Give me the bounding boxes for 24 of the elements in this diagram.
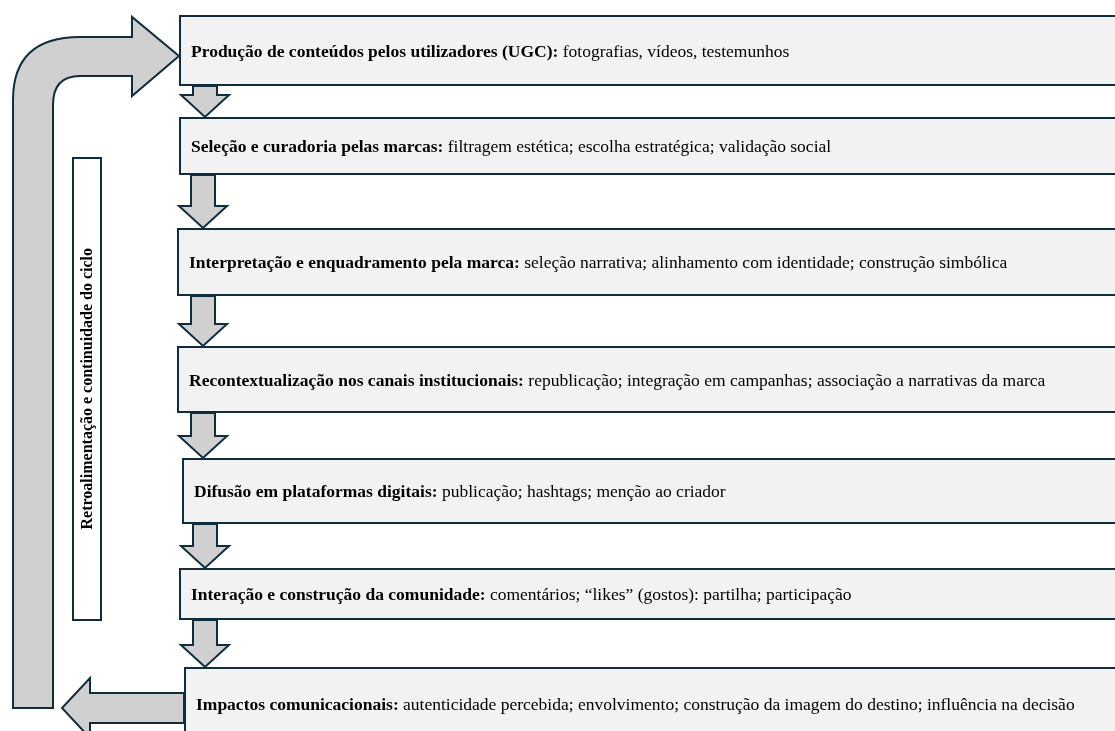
label-box <box>72 157 102 621</box>
process-box <box>179 117 1115 175</box>
step-text: Difusão em plataformas digitais: publicação; hashtags; menção ao criador <box>194 480 727 503</box>
step-text: Produção de conteúdos pelos utilizadores (UGC): fotografias, vídeos, testemunhos <box>191 39 791 63</box>
block-arrow <box>178 85 232 119</box>
block-arrow <box>176 295 230 348</box>
block-arrow <box>12 16 180 709</box>
block-arrow <box>178 523 232 570</box>
process-box <box>179 15 1115 86</box>
block-arrow <box>176 412 230 460</box>
step-text: Recontextualização nos canais institucionais: republicação; integração em campanhas; associação a narrativas da marca <box>189 368 1047 392</box>
block-arrow <box>60 675 185 731</box>
process-box <box>177 228 1115 296</box>
process-box <box>182 458 1115 524</box>
step-text: Interpretação e enquadramento pela marca: seleção narrativa; alinhamento com identidade; construção simbólica <box>189 251 1009 274</box>
vertical-label: Retroalimentação e continuidade do ciclo <box>79 248 95 530</box>
process-box <box>184 667 1115 731</box>
process-box <box>177 346 1115 413</box>
block-arrow <box>178 619 232 669</box>
step-text: Interação e construção da comunidade: comentários; “likes” (gostos): partilha; participação <box>191 583 853 606</box>
process-box <box>179 568 1115 620</box>
step-text: Impactos comunicacionais: autenticidade percebida; envolvimento; construção da imagem do destino; influência na decisão <box>196 693 1076 716</box>
block-arrow <box>176 174 230 230</box>
step-text: Seleção e curadoria pelas marcas: filtragem estética; escolha estratégica; validação social <box>191 135 833 158</box>
